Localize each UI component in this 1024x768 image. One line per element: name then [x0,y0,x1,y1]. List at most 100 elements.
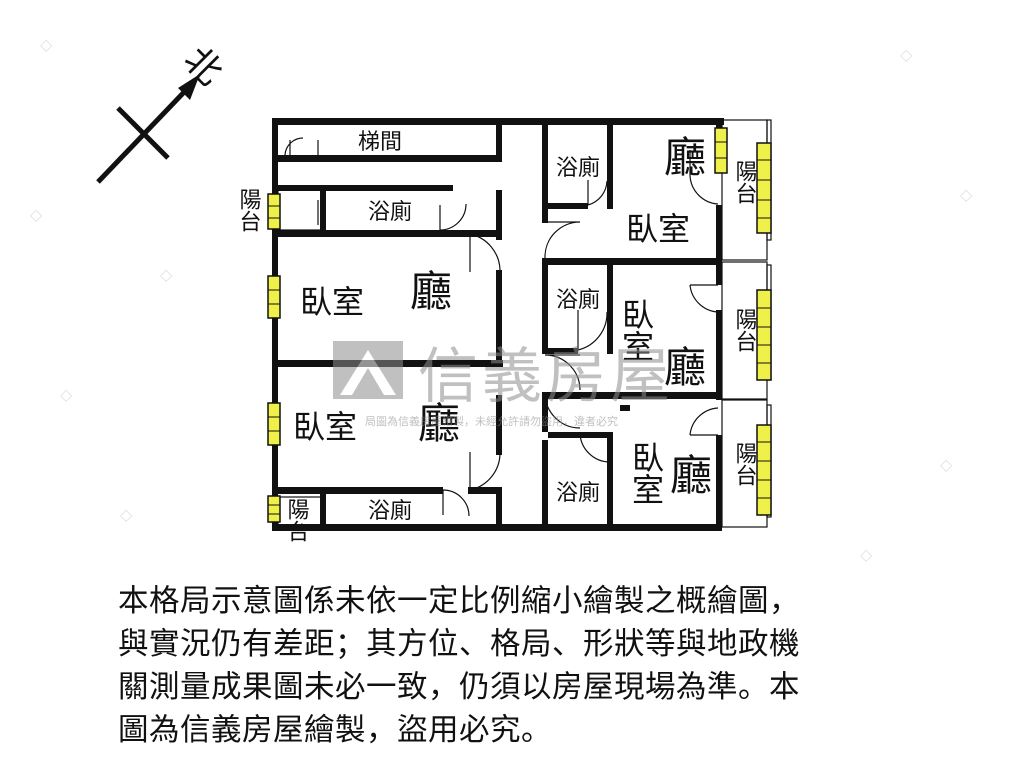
room-label-bedroom: 臥室 [293,408,357,446]
svg-text:◇: ◇ [120,505,133,524]
room-label-bath: 浴廁 [368,200,412,225]
wall [548,203,588,209]
compass [96,74,200,184]
room-label-balcony: 陽台 [284,498,309,542]
room-label-bath: 浴廁 [368,499,412,524]
door [587,180,608,206]
svg-text:◇: ◇ [60,385,73,404]
door [689,284,719,313]
compass-arrow-head [178,74,200,100]
door [439,203,467,231]
wall [548,348,578,354]
svg-text:◇: ◇ [160,265,173,284]
wall [542,258,548,354]
door [544,354,581,391]
window [267,495,281,523]
wall [542,258,722,265]
room-label-living: 廳 [410,267,452,316]
wall [320,494,326,526]
wall [716,265,722,285]
room-label-balcony: 陽台 [236,188,261,232]
door [544,392,581,429]
svg-text:◇: ◇ [960,185,973,204]
room-labels: 梯間 浴廁 浴廁 浴廁 浴廁 浴廁 臥室 臥室 臥室 臥室 臥室 廳 廳 廳 廳… [236,130,757,542]
room-label-living: 廳 [664,133,706,182]
wall [496,270,502,365]
disclaimer-line: 與實況仍有差距；其方位、格局、形狀等與地政機 [118,627,800,662]
svg-text:◇: ◇ [940,455,953,474]
room-label-bedroom: 臥室 [300,283,364,321]
window [714,127,728,174]
disclaimer-line: 關測量成果圖未必一致，仍須以房屋現場為準。本 [118,670,800,705]
wall [496,487,502,527]
window [756,289,772,381]
watermark-notice: 局圖為信義房屋繪製，未經允許請勿盜用，違者必究 [365,414,618,428]
window [756,424,772,516]
door [442,489,470,517]
svg-text:◇: ◇ [40,35,53,54]
wall [548,392,722,399]
room-label-bedroom: 臥室 [617,298,655,362]
svg-text:◇: ◇ [900,45,913,64]
wall [716,205,722,265]
door [469,233,501,272]
watermark-brand: 信義房屋 [418,342,674,412]
wall [320,191,326,231]
door [579,431,611,470]
wall [468,487,502,494]
room-label-living: 廳 [664,343,706,392]
door [544,221,581,259]
door [285,189,319,225]
room-label-bedroom: 臥室 [626,210,690,248]
window-divisions [268,141,771,515]
svg-text:◇: ◇ [860,545,873,564]
wall [607,432,613,527]
room-label-living: 廳 [670,451,712,500]
door [689,150,719,205]
svg-text:◇: ◇ [30,205,43,224]
wall [278,155,500,162]
wall [716,310,722,400]
wall [607,258,613,354]
wall [542,440,548,526]
wall [278,487,443,494]
wall [496,190,502,240]
room-label-living: 廳 [418,399,460,448]
wall [496,118,502,162]
compass-cross-line [116,106,170,160]
room-label-balcony: 陽台 [732,308,757,352]
wall [607,125,613,209]
watermark-logo [333,341,403,399]
disclaimer-line: 圖為信義房屋繪製，盜用必究。 [118,713,552,748]
room-label-bedroom: 臥室 [627,441,665,505]
wall [496,395,502,455]
windows [267,127,772,523]
wall [272,524,722,531]
wall [620,405,630,411]
window [267,193,281,230]
door [284,137,304,156]
wall [272,118,278,528]
window [756,142,772,234]
wall [716,435,722,530]
background-watermark-pattern: ◇ ◇ ◇ ◇ ◇ ◇ ◇ ◇ ◇ [30,35,973,564]
room-label-stair: 梯間 [358,130,402,155]
room-label-bath: 浴廁 [556,481,600,506]
room-label-bath: 浴廁 [556,156,600,181]
window [267,275,281,319]
disclaimer: 本格局示意圖係未依一定比例縮小繪製之概繪圖， 與實況仍有差距；其方位、格局、形狀… [118,580,918,752]
wall [542,125,548,223]
room-label-bath: 浴廁 [556,288,600,313]
door [689,407,719,436]
doors [284,137,719,517]
wall [468,230,502,237]
room-label-balcony: 陽台 [732,160,757,204]
door [469,452,501,491]
wall [278,230,468,237]
room-label-balcony: 陽台 [732,442,757,486]
door [577,310,608,351]
wall [278,185,453,191]
wall [542,392,548,432]
watermark: 信義房屋 局圖為信義房屋繪製，未經允許請勿盜用，違者必究 [333,341,674,428]
